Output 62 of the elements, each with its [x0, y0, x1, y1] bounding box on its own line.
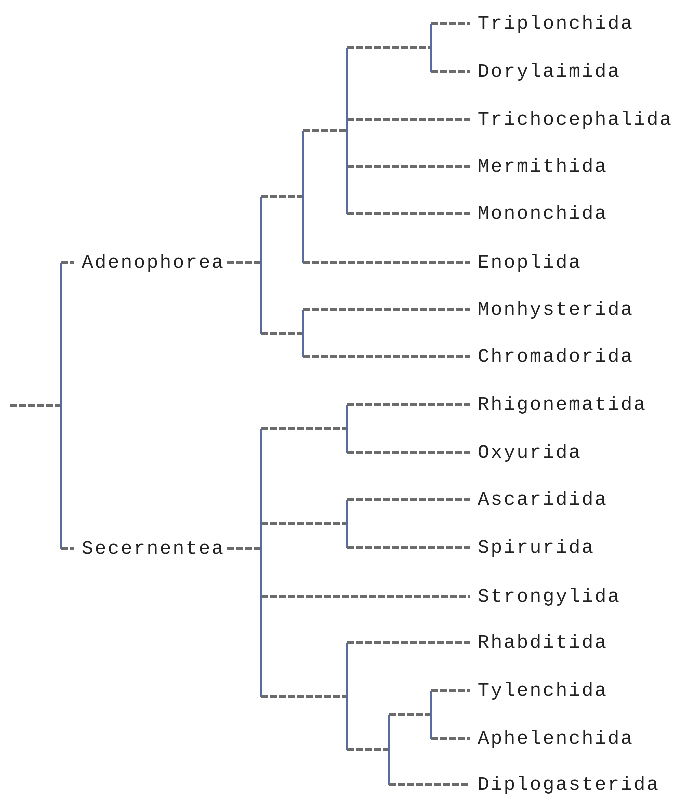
- tree-branch: [61, 548, 74, 550]
- tree-branch: [347, 452, 470, 454]
- tree-branch: [431, 690, 470, 692]
- taxon-name: Enoplida: [478, 251, 582, 275]
- clade-junction-line: [388, 715, 390, 785]
- tree-branch: [261, 695, 346, 698]
- clade-junction-line: [302, 131, 304, 263]
- tree-branch: [10, 404, 60, 408]
- clade-junction-line: [346, 48, 348, 214]
- tree-branch: [431, 738, 470, 740]
- clade-junction-line: [346, 405, 348, 453]
- tree-branch: [431, 22, 470, 26]
- tree-branch: [261, 332, 302, 335]
- taxon-name: Adenophorea: [82, 251, 226, 275]
- taxon-name: Oxyurida: [478, 441, 582, 465]
- taxon-name: Spirurida: [478, 536, 596, 560]
- tree-branch: [347, 642, 470, 644]
- taxon-name: Ascaridida: [478, 488, 608, 512]
- tree-branch: [303, 356, 470, 358]
- tree-branch: [61, 262, 74, 264]
- tree-branch: [227, 262, 260, 264]
- taxon-name: Secernentea: [82, 537, 226, 561]
- tree-branch: [261, 428, 346, 430]
- tree-branch: [261, 196, 302, 198]
- tree-branch: [303, 262, 470, 264]
- tree-branch: [261, 522, 346, 526]
- tree-branch: [261, 596, 470, 598]
- tree-branch: [303, 130, 346, 132]
- taxon-name: Rhabditida: [478, 631, 608, 655]
- tree-branch: [347, 212, 470, 216]
- clade-junction-line: [430, 24, 432, 72]
- taxon-name: Mermithida: [478, 155, 608, 179]
- clade-junction-line: [430, 691, 432, 739]
- clade-junction-line: [260, 429, 262, 696]
- taxon-name: Diplogasterida: [478, 773, 660, 796]
- taxon-name: Trichocephalida: [478, 108, 674, 132]
- tree-branch: [347, 748, 388, 752]
- taxon-name: Dorylaimida: [478, 60, 622, 84]
- taxon-name: Monhysterida: [478, 298, 634, 322]
- taxon-name: Rhigonematida: [478, 393, 648, 417]
- tree-branch: [347, 498, 470, 502]
- taxon-name: Triplonchida: [478, 12, 634, 36]
- tree-branch: [347, 118, 470, 122]
- tree-branch: [347, 546, 470, 550]
- tree-branch: [227, 548, 260, 550]
- taxon-name: Tylenchida: [478, 679, 608, 703]
- clade-junction-line: [346, 500, 348, 548]
- tree-branch: [389, 784, 470, 786]
- clade-junction-line: [60, 263, 62, 549]
- tree-branch: [431, 70, 470, 74]
- tree-branch: [347, 404, 470, 406]
- tree-branch: [389, 714, 430, 716]
- taxon-name: Strongylida: [478, 585, 622, 609]
- clade-junction-line: [302, 310, 304, 357]
- clade-junction-line: [260, 197, 262, 334]
- clade-junction-line: [346, 643, 348, 750]
- taxon-name: Chromadorida: [478, 345, 634, 369]
- tree-branch: [303, 308, 470, 312]
- tree-branch: [347, 46, 430, 50]
- taxon-name: Aphelenchida: [478, 727, 634, 751]
- tree-branch: [347, 166, 470, 168]
- taxon-name: Mononchida: [478, 202, 608, 226]
